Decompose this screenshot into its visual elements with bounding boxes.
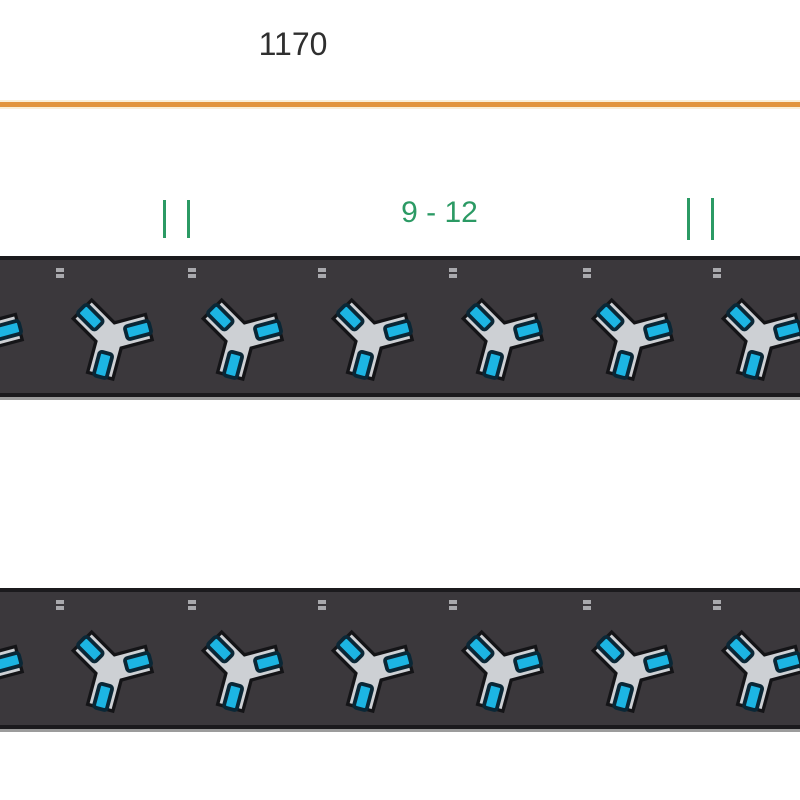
tee-connector-icon [193, 620, 288, 715]
right-spacing-ticks [687, 198, 714, 240]
tee-connector-icon [63, 620, 158, 715]
tee-connector-icon [453, 620, 548, 715]
port-marker [318, 268, 326, 278]
tick-mark [711, 198, 714, 240]
tee-connector-icon [63, 288, 158, 383]
tee-connector-icon [193, 288, 288, 383]
port-marker [449, 268, 457, 278]
port-marker [713, 268, 721, 278]
port-marker [583, 600, 591, 610]
tee-connector-icon [583, 620, 678, 715]
spacing-label: 9 - 12 [401, 196, 478, 229]
tee-connector-icon [323, 620, 418, 715]
port-marker [583, 268, 591, 278]
dimension-line [0, 100, 800, 109]
tick-mark [163, 200, 166, 238]
port-marker [56, 600, 64, 610]
port-marker [713, 600, 721, 610]
port-marker [188, 268, 196, 278]
port-marker [188, 600, 196, 610]
dimension-label: 1170 [258, 26, 328, 62]
tee-connector-icon [323, 288, 418, 383]
connector-strip-lower [0, 588, 800, 729]
port-marker [318, 600, 326, 610]
port-marker [56, 268, 64, 278]
tee-connector-icon [0, 288, 28, 383]
tee-connector-icon [0, 620, 28, 715]
tick-mark [687, 198, 690, 240]
connector-strip-upper [0, 256, 800, 397]
tee-connector-icon [583, 288, 678, 383]
strip-underline [0, 397, 800, 400]
tick-mark [187, 200, 190, 238]
tee-connector-icon [713, 620, 800, 715]
left-spacing-ticks [163, 200, 190, 238]
tee-connector-icon [453, 288, 548, 383]
strip-underline [0, 729, 800, 732]
tee-connector-icon [713, 288, 800, 383]
port-marker [449, 600, 457, 610]
